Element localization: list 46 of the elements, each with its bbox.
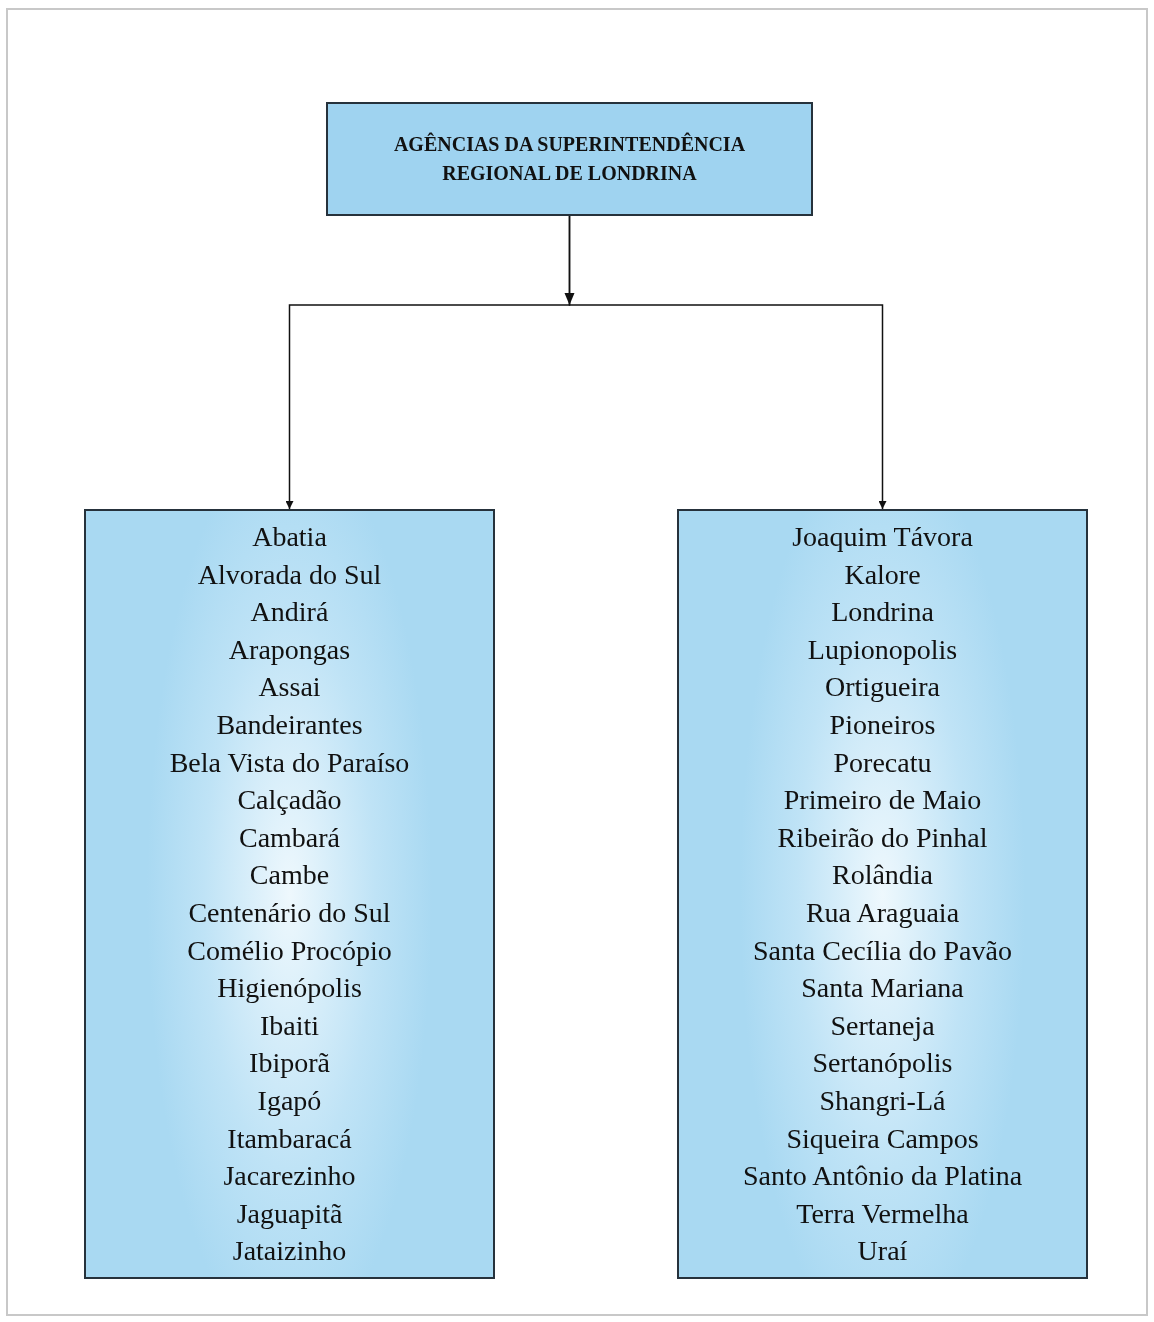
list-item: Rolândia [831,858,934,893]
list-item: Arapongas [228,632,351,667]
heading-text: AGÊNCIAS DA SUPERINTENDÊNCIA REGIONAL DE LONDRINA [392,131,747,186]
list-item: Lupionopolis [807,632,958,667]
list-item: Cambe [249,858,330,893]
list-box [84,509,495,1279]
list-item: Cambará [238,820,341,855]
list-item: Ibiporã [249,1046,330,1081]
list-item: Porecatu [833,745,932,780]
list-item: Santa Mariana [801,971,964,1006]
list-item: Comélio Procópio [187,933,392,968]
list-item: Jaguapitã [236,1196,343,1231]
list-item: Rua Araguaia [805,896,960,930]
list-box [677,509,1088,1279]
connector-arrow [568,215,887,510]
list-item: Bandeirantes [216,708,363,743]
list-item: Calçadão [237,783,342,818]
list-item: Uraí [857,1234,908,1269]
list-item: Ribeirão do Pinhal [777,820,988,855]
list-item: Centenário do Sul [188,896,391,930]
list-item: Jataizinho [232,1234,347,1269]
list-item: Higienópolis [217,971,362,1006]
list-item: Pioneiros [829,708,936,743]
header-box [326,102,813,216]
list-item: Assai [258,670,321,705]
list-item: Kalore [844,557,921,592]
list-item: Ortigueira [824,670,941,705]
list-item: Shangri-Lá [819,1083,946,1118]
list-item: Santo Antônio da Platina [742,1159,1023,1194]
list-item: Bela Vista do Paraíso [169,745,410,780]
list-item: Ibaiti [259,1008,320,1043]
list-item: Itambaracá [227,1121,352,1156]
list-item: Siqueira Campos [786,1121,979,1156]
list-item: Sertaneja [830,1008,935,1043]
list-item: Igapó [257,1083,322,1118]
arrowhead [564,293,575,305]
list-item: Londrina [831,595,934,630]
list-item: Andirá [250,595,329,630]
list-item: Santa Cecília do Pavão [753,933,1012,968]
list-item: Terra Vermelha [796,1196,969,1231]
list-item: Sertanópolis [812,1046,953,1081]
list-item: Primeiro de Maio [783,783,982,818]
list-item: Jacarezinho [223,1159,356,1194]
list-item: Abatia [252,520,327,555]
list-item: Joaquim Távora [792,520,973,555]
list-item: Alvorada do Sul [197,557,382,592]
